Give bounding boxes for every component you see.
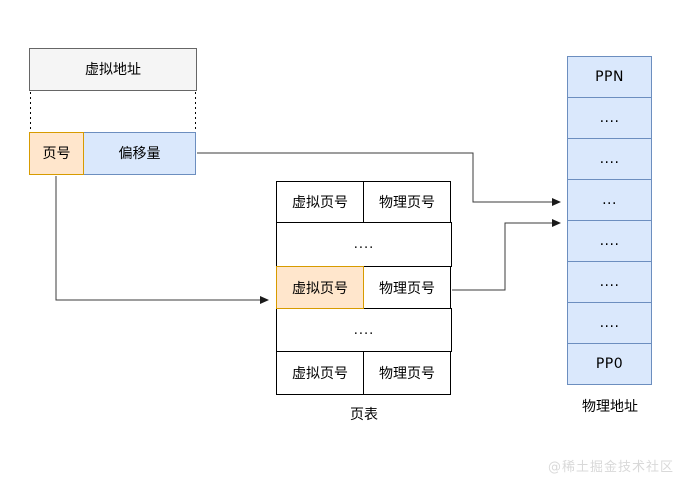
virtual-page-number-cell-highlighted: 虚拟页号 xyxy=(276,266,364,309)
virtual-page-number-cell: 虚拟页号 xyxy=(276,351,364,395)
memory-cell: .... xyxy=(567,97,652,139)
page-table-ellipsis-cell: .... xyxy=(276,308,452,352)
memory-cell: .... xyxy=(567,138,652,180)
page-table-ellipsis-cell: .... xyxy=(276,222,452,267)
memory-cell-pp0: PP0 xyxy=(567,343,652,385)
offset-box: 偏移量 xyxy=(83,132,196,175)
page-table-row: 虚拟页号 物理页号 xyxy=(276,351,452,395)
virtual-address-label: 虚拟地址 xyxy=(85,61,141,78)
physical-memory-column: PPN .... .... ... .... .... .... PP0 xyxy=(567,56,652,385)
watermark: @稀土掘金技术社区 xyxy=(547,460,674,475)
page-number-label: 页号 xyxy=(42,145,71,162)
page-table-row-highlighted: 虚拟页号 物理页号 xyxy=(276,266,452,309)
page-table-row: .... xyxy=(276,222,452,267)
virtual-page-number-cell: 虚拟页号 xyxy=(276,181,364,223)
page-table-row: 虚拟页号 物理页号 xyxy=(276,181,452,223)
memory-cell: .... xyxy=(567,220,652,262)
connector-pte-to-memory xyxy=(452,219,561,291)
page-table-caption: 页表 xyxy=(350,407,378,423)
connector-pagenum-to-pte xyxy=(55,176,269,304)
memory-cell: .... xyxy=(567,261,652,303)
physical-page-number-cell: 物理页号 xyxy=(363,266,451,309)
page-table: 虚拟页号 物理页号 .... 虚拟页号 物理页号 .... 虚拟页号 物理页号 xyxy=(276,181,452,395)
physical-page-number-cell: 物理页号 xyxy=(363,351,451,395)
offset-label: 偏移量 xyxy=(118,145,161,162)
page-table-row: .... xyxy=(276,308,452,352)
memory-cell-target: ... xyxy=(567,179,652,221)
physical-page-number-cell: 物理页号 xyxy=(363,181,451,223)
memory-cell: .... xyxy=(567,302,652,344)
memory-cell-ppn: PPN xyxy=(567,56,652,98)
virtual-address-box: 虚拟地址 xyxy=(29,48,197,91)
physical-memory-caption: 物理地址 xyxy=(582,399,638,415)
page-number-box: 页号 xyxy=(29,132,84,175)
